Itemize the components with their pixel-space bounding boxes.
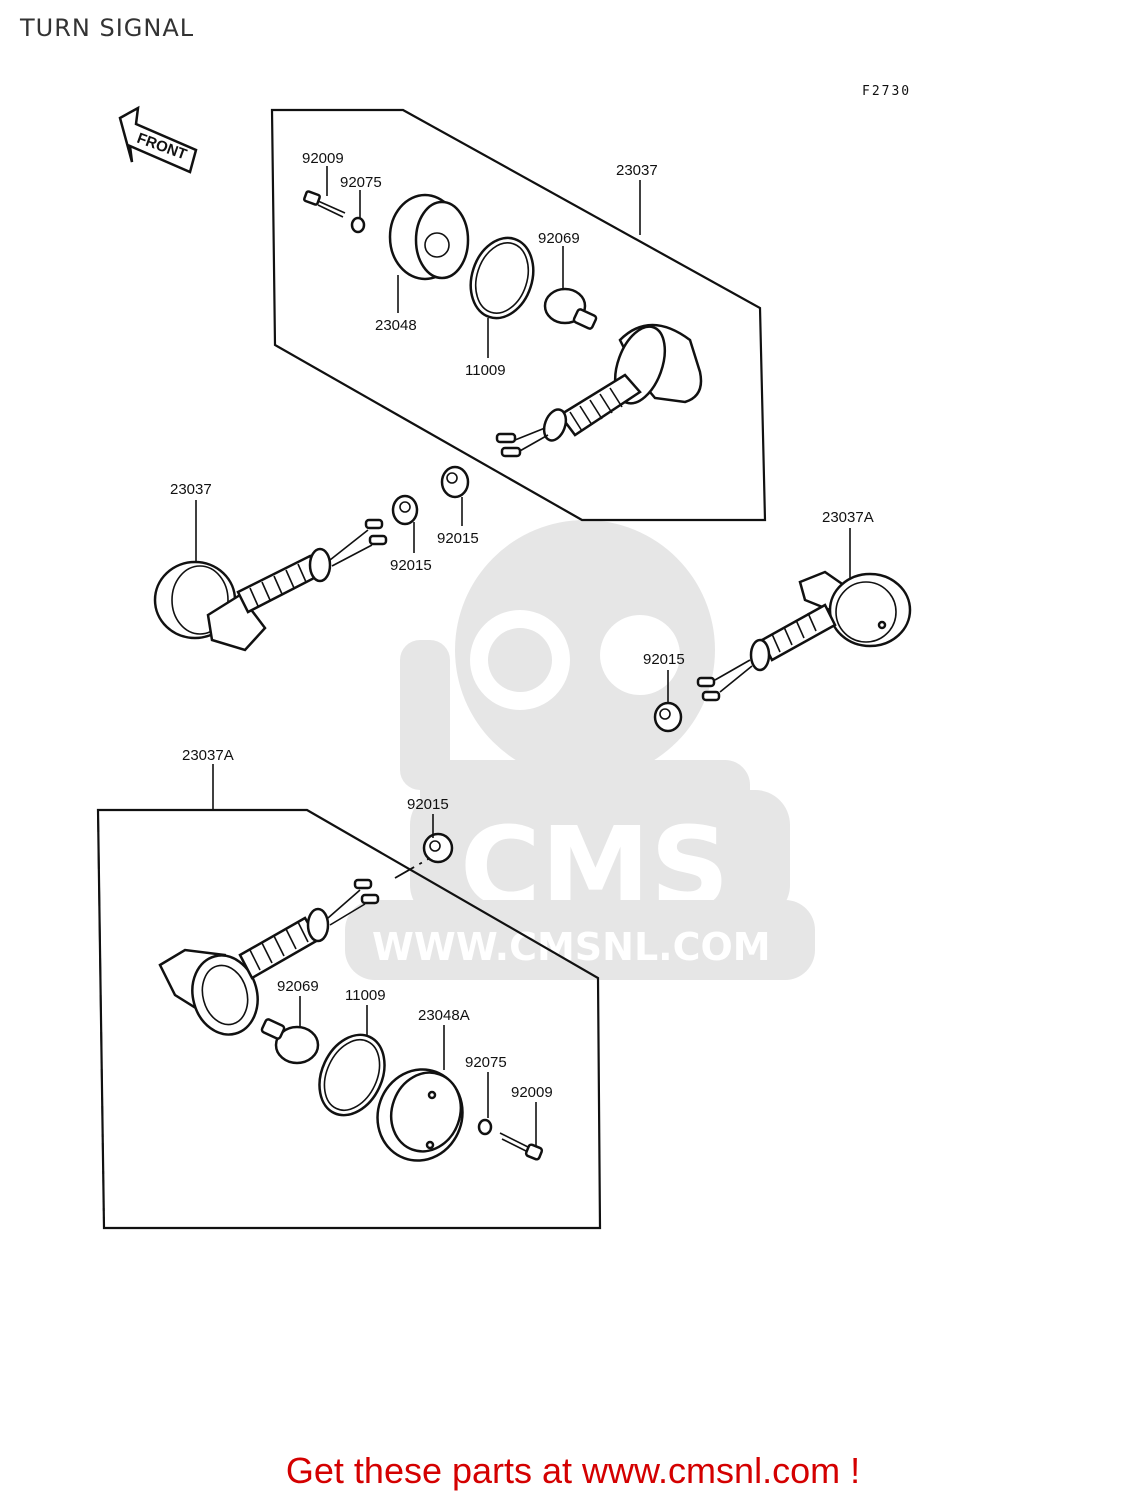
callout-23037A-right: 23037A (822, 509, 874, 526)
signal-housing-top (495, 323, 703, 458)
footer-link[interactable]: www.cmsnl.com (582, 1450, 841, 1491)
callout-11009-top: 11009 (465, 362, 506, 379)
leaders-bottom (212, 764, 537, 1146)
callout-92015-bottom: 92015 (407, 796, 449, 813)
top-assembly-box (270, 108, 767, 522)
page-title: TURN SIGNAL (20, 14, 195, 42)
callout-92015-mid-a: 92015 (390, 557, 432, 574)
lens-23048A (376, 1068, 464, 1162)
callout-23048A-bottom: 23048A (418, 1007, 470, 1024)
figure-ref: F2730 (862, 84, 911, 99)
callout-92069-top: 92069 (538, 230, 580, 247)
callout-23048-top: 23048 (375, 317, 417, 334)
callout-11009-bottom: 11009 (345, 987, 386, 1004)
callout-92075-bottom: 92075 (465, 1054, 507, 1071)
callout-92009-bottom: 92009 (511, 1084, 553, 1101)
bottom-assembly (96, 808, 602, 1230)
bulb-92069-top (543, 287, 598, 330)
callout-labels: 92009 92075 23037 92069 23048 11009 2303… (170, 150, 874, 1101)
leaders-mid (195, 497, 463, 562)
leaders-top (326, 166, 641, 358)
parts-diagram: CMS WWW.CMSNL.COM F2730 FRONT (96, 84, 912, 1230)
callout-23037-mid: 23037 (170, 481, 212, 498)
footer-prefix: Get these parts at (285, 1450, 583, 1491)
callout-23037-top: 23037 (616, 162, 658, 179)
screw-92009-bottom (499, 1132, 544, 1161)
watermark-mascot (400, 520, 750, 820)
washer-92075-bottom (477, 1118, 493, 1136)
front-arrow-icon (118, 105, 198, 174)
signal-23037-left (153, 518, 388, 652)
callout-92015-mid-b: 92015 (437, 530, 479, 547)
front-arrow: FRONT (118, 105, 198, 174)
bulb-92069-bottom (260, 1018, 320, 1065)
screw-92009-top (303, 190, 346, 218)
signal-housing-bottom (158, 878, 380, 1036)
grommet-92015-mid-b (440, 465, 470, 499)
lens-23048 (388, 193, 470, 281)
grommet-92015-mid-a (391, 494, 419, 526)
watermark-url-panel (345, 900, 815, 980)
gasket-11009-bottom (318, 1033, 386, 1117)
callout-23037A-bottom: 23037A (182, 747, 234, 764)
footer-promo: Get these parts at www.cmsnl.com ! (0, 1450, 1146, 1492)
watermark: CMS WWW.CMSNL.COM (345, 520, 815, 980)
callout-92069-bottom: 92069 (277, 978, 319, 995)
washer-92075-top (350, 216, 366, 234)
grommet-92015-right (653, 701, 683, 733)
footer-suffix: ! (840, 1450, 861, 1491)
leaders-right (667, 528, 851, 702)
signal-23037A-right (696, 570, 912, 702)
callout-92075-top: 92075 (340, 174, 382, 191)
grommet-92015-bottom (422, 832, 454, 864)
top-assembly (270, 108, 767, 522)
gasket-11009-top (469, 236, 535, 320)
watermark-logo-panel (410, 790, 790, 920)
callout-92009-top: 92009 (302, 150, 344, 167)
callout-92015-right: 92015 (643, 651, 685, 668)
